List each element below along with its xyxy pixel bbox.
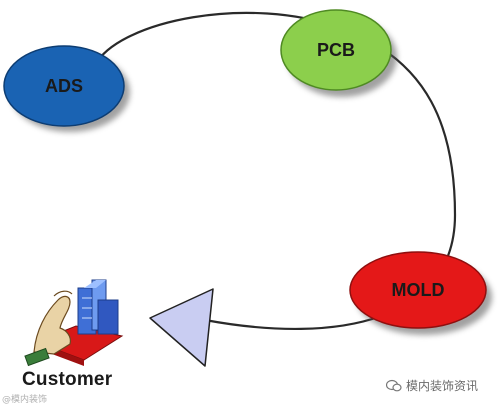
customer-label: Customer	[22, 369, 113, 390]
wechat-icon	[386, 379, 402, 391]
node-mold-ellipse	[349, 251, 487, 329]
watermark-left: @模内装饰	[2, 395, 48, 405]
customer-building-icon	[24, 279, 124, 367]
node-ads: ADS	[3, 45, 130, 132]
node-ads-ellipse	[3, 45, 125, 127]
arrowhead-triangle	[149, 288, 214, 367]
watermark-right: 模内装饰资讯	[386, 377, 478, 394]
watermark-right-text: 模内装饰资讯	[406, 379, 479, 393]
node-mold-label: MOLD	[392, 280, 445, 300]
node-pcb: PCB	[280, 9, 397, 97]
cycle-loop-line	[94, 11, 457, 330]
node-pcb-label: PCB	[317, 40, 355, 60]
node-ads-label: ADS	[45, 76, 83, 96]
node-mold: MOLD	[349, 251, 492, 335]
node-pcb-ellipse	[280, 9, 392, 91]
